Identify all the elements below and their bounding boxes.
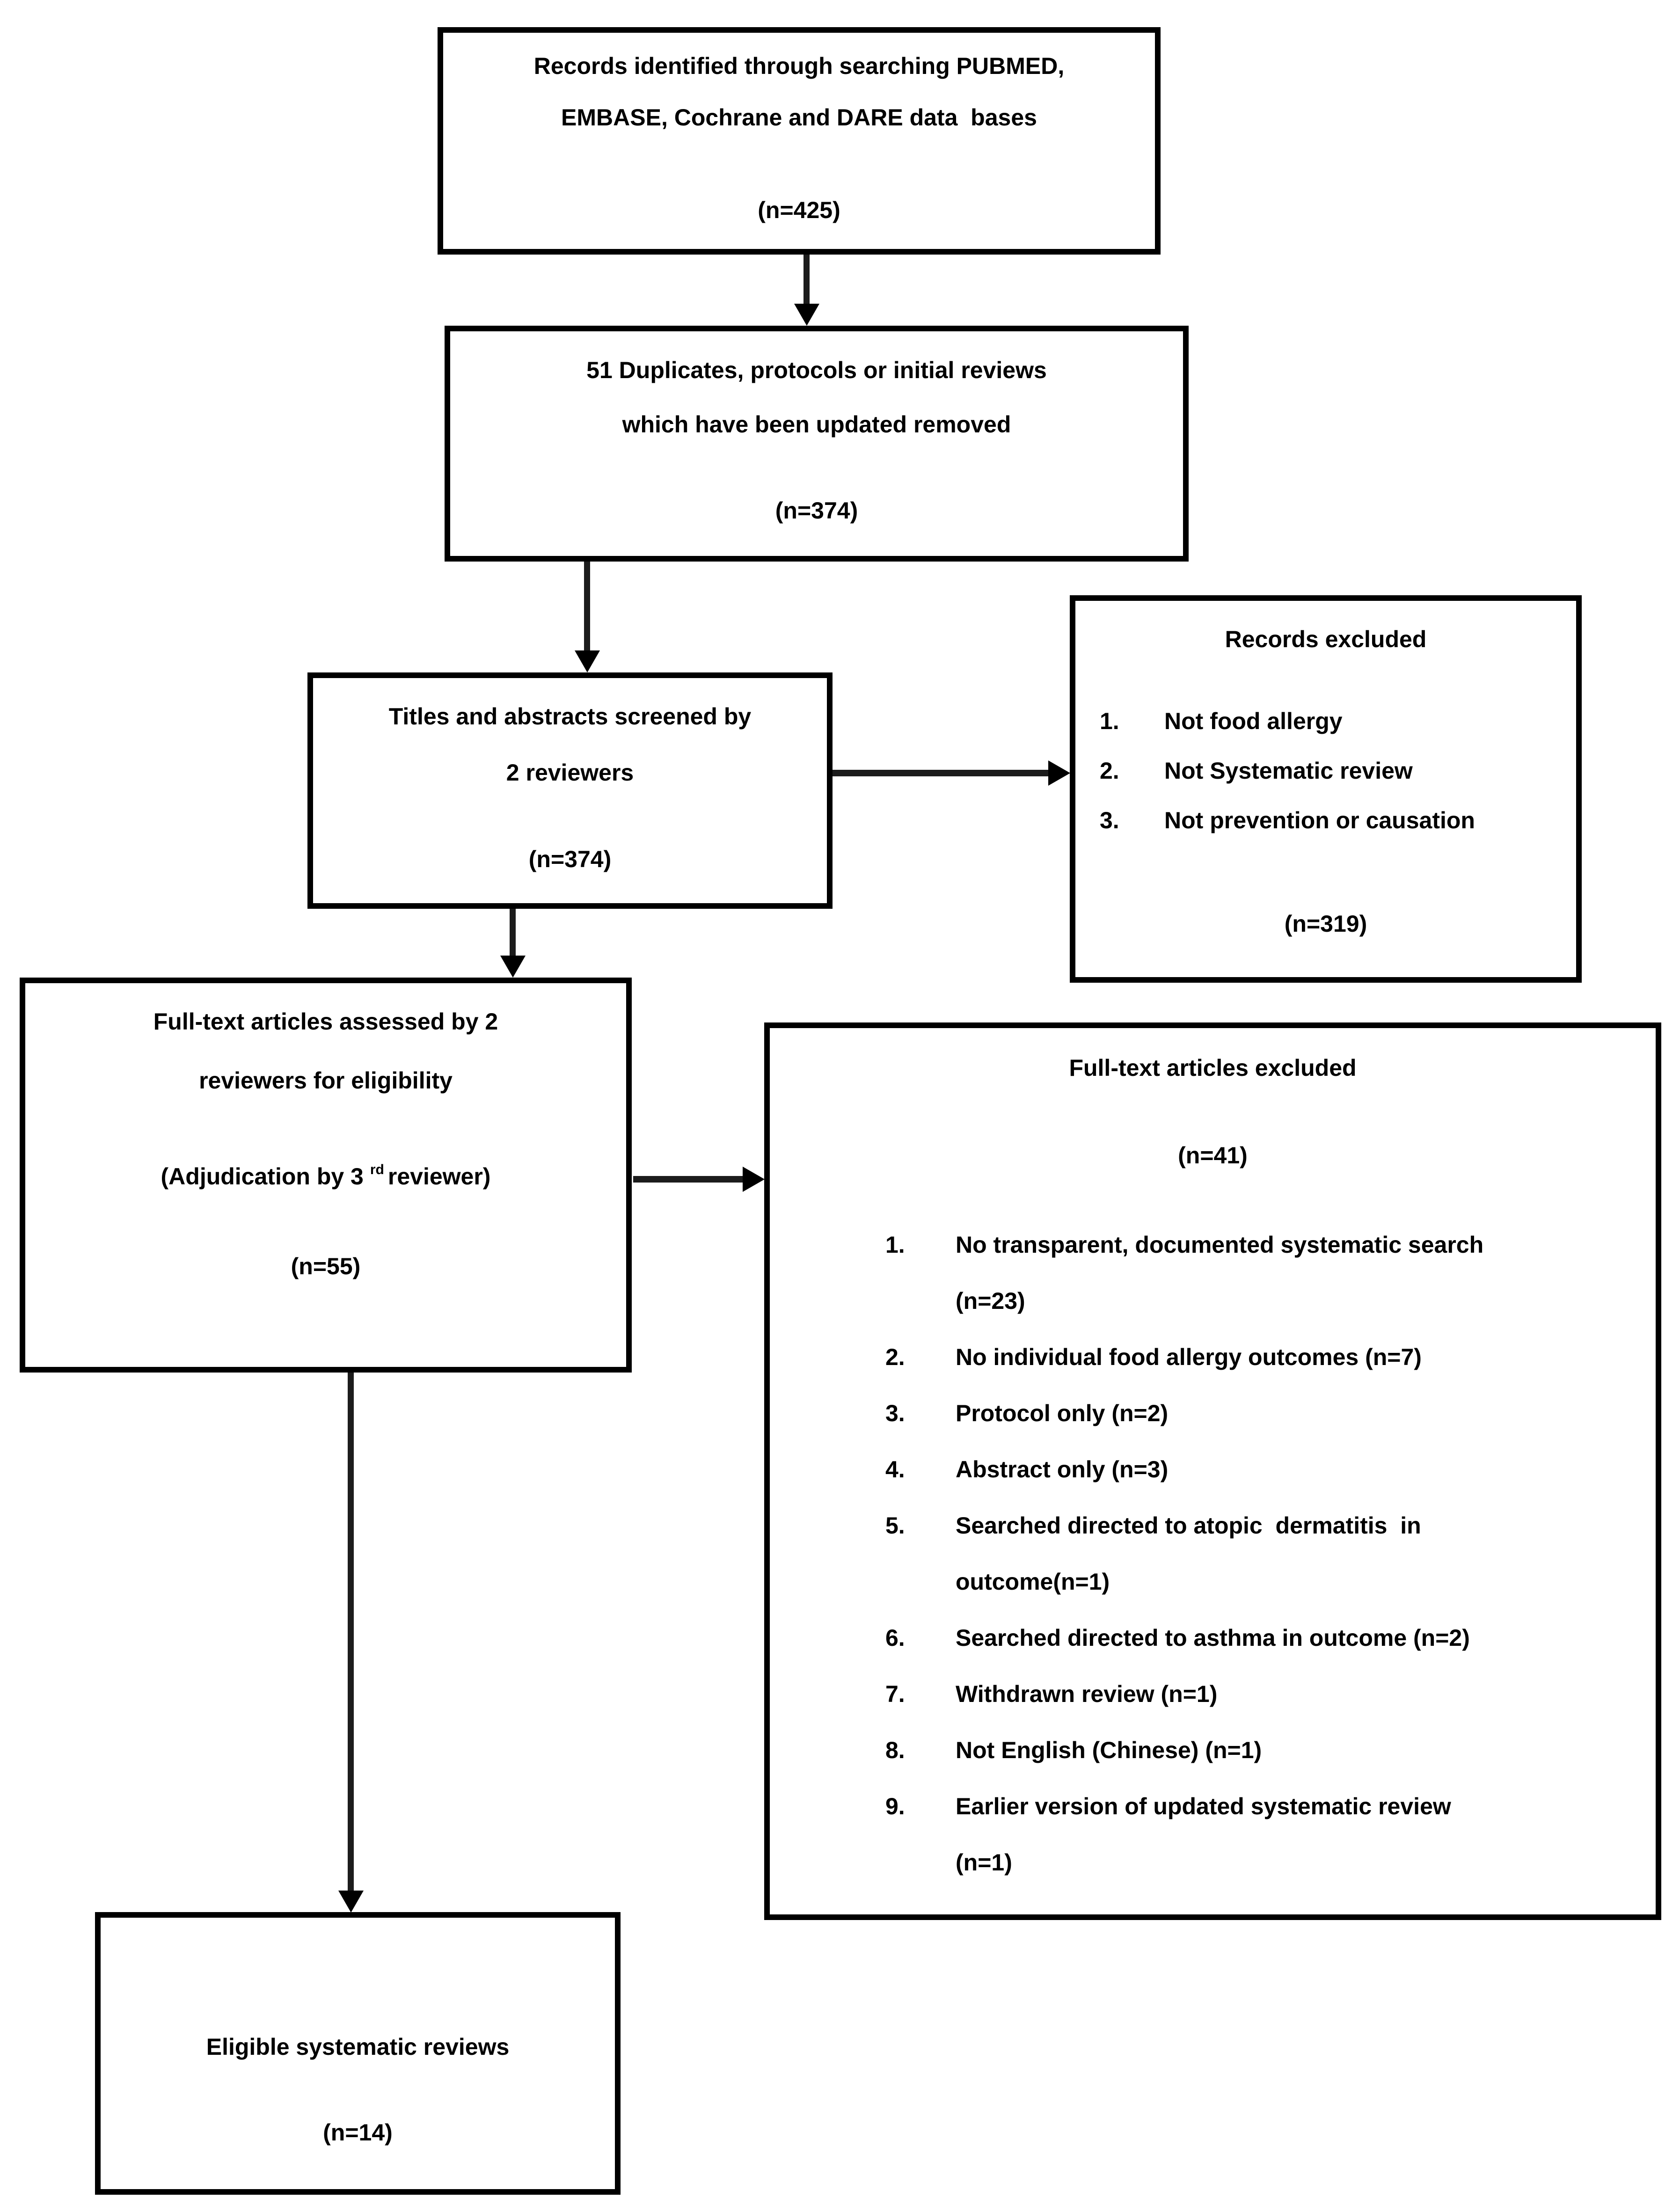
arrow-identified-to-duplicates-head xyxy=(794,304,819,326)
item-text: Not Systematic review xyxy=(1164,758,1413,784)
box-records-identified: Records identified through searching PUB… xyxy=(438,27,1161,255)
item-line: (n=1) xyxy=(956,1849,1012,1876)
adjudication-superscript: rd xyxy=(370,1162,384,1177)
duplicates-line2: which have been updated removed xyxy=(622,411,1011,438)
fulltext-excluded-item: 4. Abstract only (n=3) xyxy=(770,1441,1656,1497)
adjudication-post: reviewer) xyxy=(387,1163,491,1190)
item-line: No individual food allergy outcomes (n=7… xyxy=(956,1344,1422,1370)
fulltext-excluded-item: 8. Not English (Chinese) (n=1) xyxy=(770,1722,1656,1778)
records-excluded-title: Records excluded xyxy=(1225,626,1427,652)
item-line: Protocol only (n=2) xyxy=(956,1400,1169,1426)
duplicates-line1: 51 Duplicates, protocols or initial revi… xyxy=(586,357,1047,383)
box-records-excluded: Records excluded 1. Not food allergy 2. … xyxy=(1070,595,1582,983)
fulltext-excluded-item: 7. Withdrawn review (n=1) xyxy=(770,1666,1656,1722)
item-number: 2. xyxy=(1100,758,1119,784)
item-text: Not prevention or causation xyxy=(1164,807,1475,833)
item-number: 3. xyxy=(1100,807,1119,833)
box-duplicates-removed: 51 Duplicates, protocols or initial revi… xyxy=(445,326,1189,562)
eligible-line1: Eligible systematic reviews xyxy=(206,2034,510,2060)
fulltext-assessed-count: (n=55) xyxy=(291,1253,361,1279)
adjudication-pre: (Adjudication by 3 xyxy=(161,1163,364,1190)
fulltext-excluded-item: 6. Searched directed to asthma in outcom… xyxy=(770,1610,1656,1666)
records-excluded-item: 3. Not prevention or causation xyxy=(1075,806,1576,834)
item-line: outcome(n=1) xyxy=(956,1569,1110,1595)
fulltext-excluded-count: (n=41) xyxy=(1178,1142,1248,1168)
item-number: 6. xyxy=(885,1625,905,1651)
fulltext-assessed-line1: Full-text articles assessed by 2 xyxy=(153,1008,498,1035)
arrow-assessed-to-ftexcluded-head xyxy=(743,1167,765,1192)
arrow-assessed-to-eligible-shaft xyxy=(348,1373,354,1891)
item-number: 5. xyxy=(885,1512,905,1539)
records-identified-line1: Records identified through searching PUB… xyxy=(533,53,1065,79)
screened-count: (n=374) xyxy=(528,846,612,872)
arrow-duplicates-to-screened-head xyxy=(575,650,600,672)
box-fulltext-excluded: Full-text articles excluded (n=41) 1. No… xyxy=(764,1022,1661,1920)
records-identified-line2: EMBASE, Cochrane and DARE data bases xyxy=(561,104,1037,131)
box-eligible-reviews: Eligible systematic reviews (n=14) xyxy=(95,1912,621,2195)
item-number: 7. xyxy=(885,1681,905,1707)
arrow-assessed-to-ftexcluded-shaft xyxy=(633,1176,744,1183)
screened-line2: 2 reviewers xyxy=(506,759,634,786)
arrow-identified-to-duplicates-shaft xyxy=(803,255,810,304)
item-line: (n=23) xyxy=(956,1288,1025,1314)
arrow-screened-to-excluded-shaft xyxy=(833,770,1048,776)
item-lines: Earlier version of updated systematic re… xyxy=(956,1778,1451,1891)
item-number: 1. xyxy=(885,1232,905,1258)
fulltext-excluded-item: 5. Searched directed to atopic dermatiti… xyxy=(770,1497,1656,1610)
fulltext-excluded-item: 1. No transparent, documented systematic… xyxy=(770,1217,1656,1329)
item-lines: Searched directed to atopic dermatitis i… xyxy=(956,1497,1421,1610)
item-lines: No individual food allergy outcomes (n=7… xyxy=(956,1329,1422,1385)
item-text: Not food allergy xyxy=(1164,708,1343,734)
item-lines: Protocol only (n=2) xyxy=(956,1385,1168,1441)
records-excluded-item: 1. Not food allergy xyxy=(1075,707,1576,735)
item-lines: No transparent, documented systematic se… xyxy=(956,1217,1483,1329)
item-number: 4. xyxy=(885,1456,905,1482)
item-line: Not English (Chinese) (n=1) xyxy=(956,1737,1262,1763)
records-excluded-list: 1. Not food allergy 2. Not Systematic re… xyxy=(1075,707,1576,834)
records-excluded-item: 2. Not Systematic review xyxy=(1075,757,1576,785)
item-number: 9. xyxy=(885,1793,905,1819)
box-fulltext-assessed: Full-text articles assessed by 2 reviewe… xyxy=(20,978,632,1373)
item-line: Searched directed to atopic dermatitis i… xyxy=(956,1512,1421,1539)
eligible-count: (n=14) xyxy=(323,2119,393,2146)
item-lines: Withdrawn review (n=1) xyxy=(956,1666,1217,1722)
item-number: 8. xyxy=(885,1737,905,1763)
arrow-assessed-to-eligible-head xyxy=(338,1891,364,1913)
item-lines: Not English (Chinese) (n=1) xyxy=(956,1722,1262,1778)
fulltext-excluded-item: 9. Earlier version of updated systematic… xyxy=(770,1778,1656,1891)
fulltext-excluded-title: Full-text articles excluded xyxy=(1069,1055,1357,1081)
records-excluded-count: (n=319) xyxy=(1284,911,1367,937)
arrow-screened-to-excluded-head xyxy=(1048,760,1070,786)
duplicates-count: (n=374) xyxy=(775,497,858,524)
item-line: Withdrawn review (n=1) xyxy=(956,1681,1218,1707)
fulltext-excluded-list: 1. No transparent, documented systematic… xyxy=(770,1217,1656,1891)
arrow-screened-to-fulltext-shaft xyxy=(510,909,516,957)
arrow-duplicates-to-screened-shaft xyxy=(584,562,590,651)
fulltext-assessed-line2: reviewers for eligibility xyxy=(199,1067,453,1094)
arrow-screened-to-fulltext-head xyxy=(500,956,526,978)
fulltext-excluded-item: 2. No individual food allergy outcomes (… xyxy=(770,1329,1656,1385)
fulltext-excluded-item: 3. Protocol only (n=2) xyxy=(770,1385,1656,1441)
item-line: Searched directed to asthma in outcome (… xyxy=(956,1625,1470,1651)
item-number: 3. xyxy=(885,1400,905,1426)
records-identified-count: (n=425) xyxy=(758,197,840,223)
item-line: Earlier version of updated systematic re… xyxy=(956,1793,1451,1819)
item-number: 1. xyxy=(1100,708,1119,734)
box-titles-screened: Titles and abstracts screened by 2 revie… xyxy=(307,672,833,909)
item-line: No transparent, documented systematic se… xyxy=(956,1232,1484,1258)
item-number: 2. xyxy=(885,1344,905,1370)
item-lines: Abstract only (n=3) xyxy=(956,1441,1168,1497)
item-line: Abstract only (n=3) xyxy=(956,1456,1169,1482)
screened-line1: Titles and abstracts screened by xyxy=(388,703,752,730)
item-lines: Searched directed to asthma in outcome (… xyxy=(956,1610,1470,1666)
